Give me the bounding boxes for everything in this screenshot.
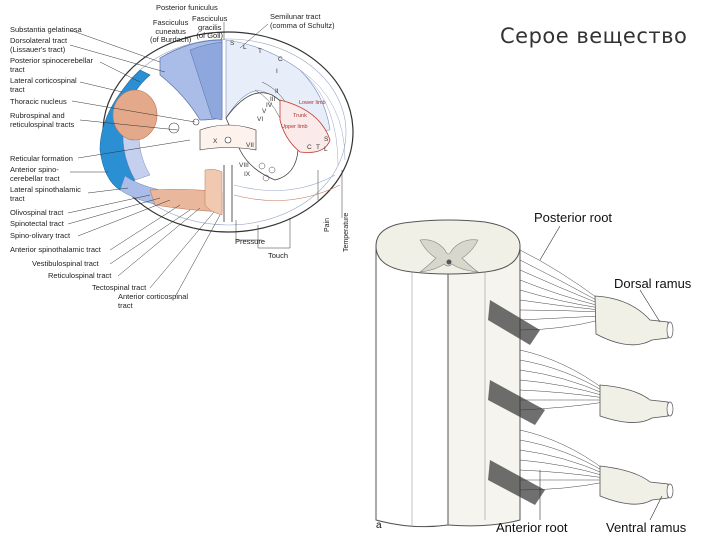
left-label-posterior-spinocerebellar: Posterior spinocerebellar tract bbox=[10, 56, 93, 74]
left-label-spinotectal: Spinotectal tract bbox=[10, 219, 64, 228]
left-label-lateral-spinothalamic: Lateral spinothalamic tract bbox=[10, 185, 81, 203]
lamina-i: I bbox=[276, 68, 278, 75]
ventral-ramus-label: Ventral ramus bbox=[606, 520, 687, 535]
left-label-substantia-gelatinosa: Substantia gelatinosa bbox=[10, 25, 82, 34]
touch-label: Touch bbox=[268, 251, 289, 260]
letter-s-top: S bbox=[230, 40, 235, 47]
lamina-ix: IX bbox=[244, 171, 251, 178]
dorsal-ramus-label: Dorsal ramus bbox=[614, 276, 692, 291]
left-label-lateral-corticospinal: Lateral corticospinal tract bbox=[10, 76, 77, 94]
posterior-funiculus-label: Posterior funiculus bbox=[156, 3, 218, 12]
left-label-anterior-spinocerebellar: Anterior spino- cerebellar tract bbox=[10, 165, 60, 183]
right-leader-lines bbox=[539, 225, 663, 521]
letter-t-right: T bbox=[316, 144, 320, 151]
fasciculus-cuneatus-label: Fasciculus cuneatus (of Burdach) bbox=[150, 18, 192, 44]
lamina-viii: VIII bbox=[239, 162, 249, 169]
left-label-reticulospinal: Reticulospinal tract bbox=[48, 271, 112, 280]
letter-l-top: L bbox=[243, 44, 247, 51]
lamina-iv: IV bbox=[266, 102, 273, 109]
motor-label-trunk: Trunk bbox=[293, 113, 307, 119]
lamina-x: X bbox=[213, 138, 218, 145]
motor-map bbox=[279, 99, 331, 153]
anterior-root-label: Anterior root bbox=[496, 520, 568, 535]
letter-c-top: C bbox=[278, 56, 283, 63]
central-canal bbox=[224, 136, 232, 144]
left-label-rubrospinal: Rubrospinal and reticulospinal tracts bbox=[10, 111, 75, 129]
fasciculus-gracilis-label: Fasciculus gracilis (of Goll) bbox=[192, 14, 228, 40]
spinal-cord-longitudinal bbox=[375, 219, 674, 528]
lamina-vii: VII bbox=[246, 142, 254, 149]
left-label-anterior-corticospinal: Anterior corticospinal tract bbox=[118, 292, 189, 310]
motor-label-lower-limb: Lower limb bbox=[299, 100, 326, 106]
letter-l-right: L bbox=[324, 146, 328, 153]
posterior-root-label: Posterior root bbox=[534, 210, 613, 225]
left-label-olivospinal: Olivospinal tract bbox=[10, 208, 64, 217]
semilunar-tract-label: Semilunar tract (comma of Schultz) bbox=[270, 12, 335, 30]
letter-t-top: T bbox=[258, 48, 262, 55]
left-leader-lines bbox=[67, 22, 269, 298]
rootlet-fans bbox=[519, 249, 606, 491]
lamina-ii: II bbox=[275, 88, 279, 95]
left-label-tectospinal: Tectospinal tract bbox=[92, 283, 147, 292]
lamina-v: V bbox=[262, 108, 267, 115]
lamina-iii: III bbox=[270, 96, 276, 103]
lamina-vi: VI bbox=[257, 116, 264, 123]
slide-title: Серое вещество bbox=[500, 24, 688, 48]
panel-letter: a bbox=[376, 520, 382, 531]
pressure-label: Pressure bbox=[235, 237, 266, 246]
spinal-nerves bbox=[594, 295, 669, 505]
left-label-dorsolateral-tract: Dorsolateral tract (Lissauer's tract) bbox=[10, 36, 68, 54]
letter-s-right: S bbox=[324, 136, 329, 143]
left-label-reticular-formation: Reticular formation bbox=[10, 154, 73, 163]
left-label-spino-olivary: Spino-olivary tract bbox=[10, 231, 71, 240]
left-label-anterior-spinothalamic: Anterior spinothalamic tract bbox=[10, 245, 101, 254]
gray-matter-butterfly bbox=[418, 239, 480, 273]
left-label-vestibulospinal: Vestibulospinal tract bbox=[32, 259, 99, 268]
anterior-median-fissure bbox=[223, 165, 233, 222]
bottom-brackets bbox=[235, 170, 343, 249]
pain-label: Pain bbox=[324, 217, 331, 232]
thoracic-nucleus-region bbox=[112, 89, 158, 141]
letter-c-right: C bbox=[307, 144, 312, 151]
temperature-label: Temperature bbox=[343, 212, 350, 252]
left-label-thoracic-nucleus: Thoracic nucleus bbox=[10, 97, 67, 106]
spinal-cord-cross-section bbox=[67, 22, 354, 298]
motor-label-upper-limb: Upper limb bbox=[281, 124, 308, 130]
